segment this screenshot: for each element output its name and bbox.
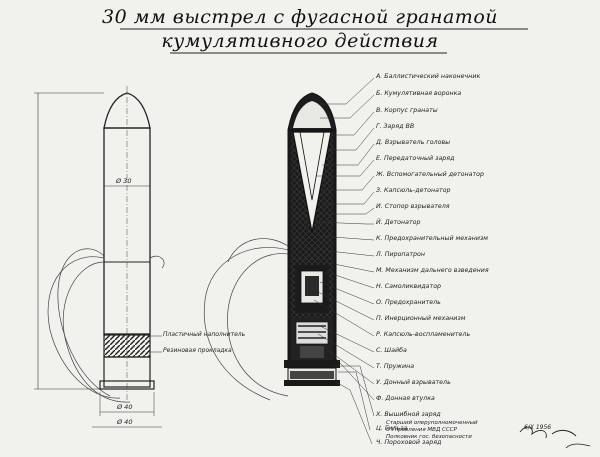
callout-item: Р. Капсюль-воспламенитель <box>376 331 471 338</box>
callout-item: С. Шайба <box>376 347 407 354</box>
callout-item: З. Капсюль-детонатор <box>376 187 451 194</box>
callout-leaders <box>313 77 375 445</box>
callout-item: Б. Кумулятивная воронка <box>376 90 462 97</box>
callout-item: Х. Вышибной заряд <box>376 411 441 418</box>
callout-item: К. Предохранительный механизм <box>376 235 489 242</box>
diameter-dimension: Ø 30 <box>116 177 132 185</box>
callout-item: Г. Заряд ВВ <box>376 123 415 130</box>
signature-line-3: Полковник гос. безопасности <box>386 434 472 440</box>
external-view <box>34 86 165 428</box>
callout-item: В. Корпус гранаты <box>376 107 438 114</box>
left-note-1: Пластичный наполнитель <box>163 331 246 338</box>
callout-item: Т. Пружина <box>376 363 415 370</box>
left-note-2: Резиновая прокладка <box>163 347 232 354</box>
title-line-2: кумулятивного действия <box>161 30 439 52</box>
callout-item: Ф. Донная втулка <box>376 395 435 402</box>
callout-item: Д. Взрыватель головы <box>376 139 451 146</box>
callout-item: Й. Детонатор <box>376 219 421 226</box>
callout-item: А. Баллистический наконечник <box>376 73 481 80</box>
callout-item: Л. Пиропатрон <box>376 251 426 258</box>
title-line-1: 30 мм выстрел с фугасной гранатой <box>102 6 498 28</box>
signature-date: 6/X 1956 <box>524 424 552 431</box>
callout-item: Ц. Гильза <box>376 425 408 432</box>
signature-line-2: 6 Управления МВД СССР <box>386 427 457 433</box>
base-diameter-dimension: Ø 40 <box>117 403 133 411</box>
callout-item: М. Механизм дальнего взведения <box>376 267 489 274</box>
signature-block: Старший оперуполномоченный 6 Управления … <box>386 420 478 441</box>
signature-line-1: Старший оперуполномоченный <box>386 420 478 426</box>
callout-item: Е. Передаточный заряд <box>376 155 455 162</box>
callout-item: И. Стопор взрывателя <box>376 203 450 210</box>
callout-item: Н. Самоликвидатор <box>376 283 442 290</box>
callout-item: П. Инерционный механизм <box>376 315 466 322</box>
sectional-view <box>203 92 340 401</box>
callout-item: У. Донный взрыватель <box>376 379 451 386</box>
callout-item: Ч. Пороховой заряд <box>376 439 442 446</box>
length-dimension: Ø 40 <box>117 418 133 426</box>
callout-item: О. Предохранитель <box>376 299 441 306</box>
callout-item: Ж. Вспомогательный детонатор <box>376 171 485 178</box>
